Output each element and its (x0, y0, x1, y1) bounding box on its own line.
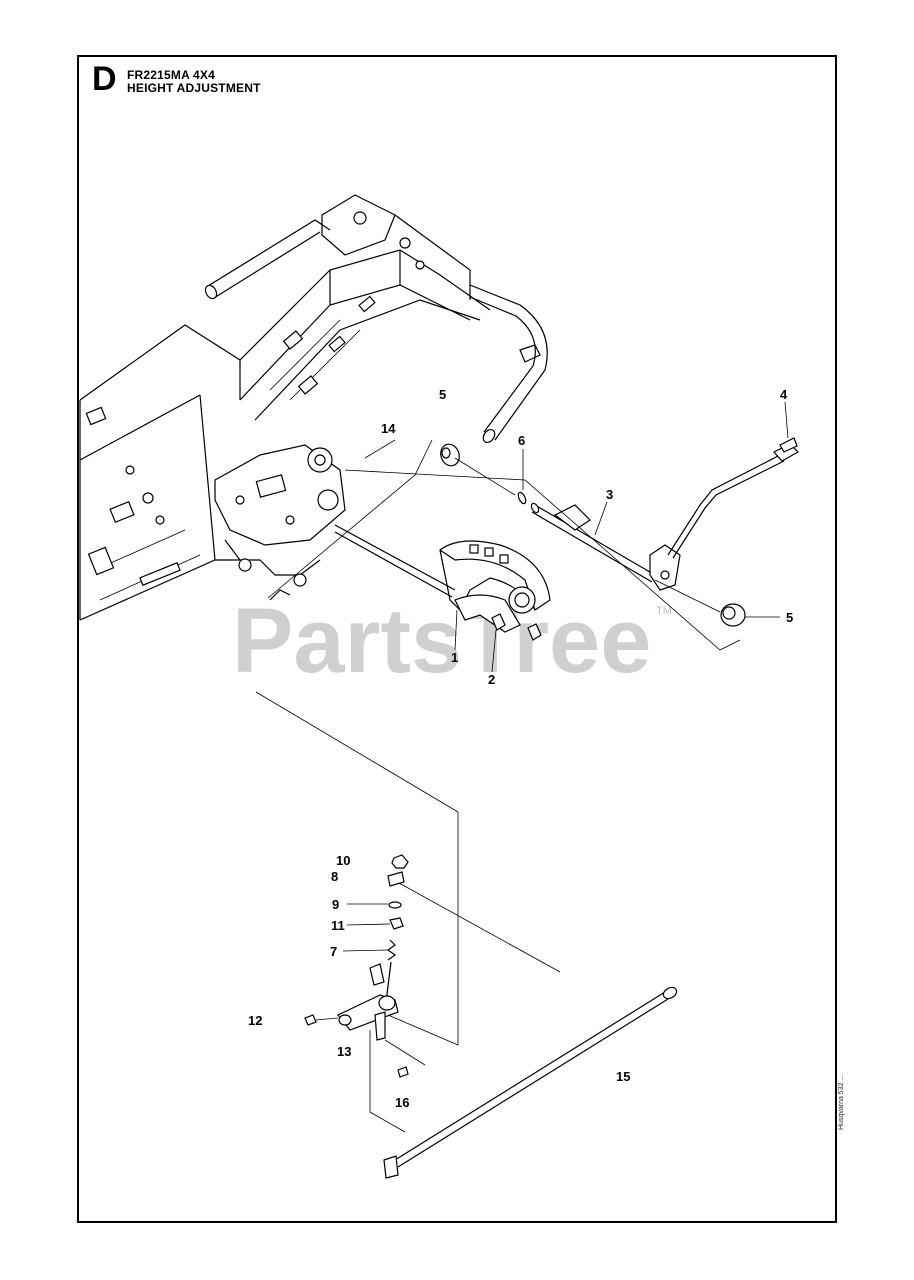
leader-1 (454, 609, 458, 651)
section-letter: D (92, 60, 117, 98)
callout-13: 13 (337, 1044, 351, 1059)
callout-5-lower: 5 (786, 610, 793, 625)
model-name: FR2215MA 4X4 (127, 68, 215, 82)
callout-10: 10 (336, 853, 350, 868)
callout-9: 9 (332, 897, 339, 912)
leader-frame-upper (344, 469, 741, 651)
leader-linkage-frame (255, 691, 459, 1046)
leader-frame-left (267, 439, 433, 599)
leader-rod-15 (389, 877, 561, 973)
lower-linkage (304, 854, 426, 1133)
callout-6: 6 (518, 433, 525, 448)
callout-4: 4 (780, 387, 788, 402)
leader-11 (346, 923, 391, 926)
callout-15: 15 (616, 1069, 630, 1084)
watermark-trademark: TM (656, 605, 672, 617)
callout-14: 14 (381, 421, 396, 436)
height-quadrant-plate (334, 524, 551, 673)
callout-5-upper: 5 (439, 387, 446, 402)
callout-16: 16 (395, 1095, 409, 1110)
leader-3 (594, 501, 608, 536)
callout-12: 12 (248, 1013, 262, 1028)
leader-14 (364, 439, 396, 459)
callout-2: 2 (488, 672, 495, 687)
handle-tube (204, 219, 548, 444)
adjustment-shaft (440, 437, 799, 627)
leader-4 (784, 401, 789, 439)
callout-8: 8 (331, 869, 338, 884)
watermark-text: PartsTree (232, 590, 651, 692)
callout-3: 3 (606, 487, 613, 502)
callout-7: 7 (330, 944, 337, 959)
callout-11: 11 (331, 918, 345, 933)
callout-1: 1 (451, 650, 458, 665)
diagram-title: HEIGHT ADJUSTMENT (127, 81, 261, 95)
diagram-frame (77, 55, 837, 1223)
lift-rod (383, 986, 678, 1179)
chassis-frame (79, 194, 491, 621)
leader-7 (342, 949, 389, 952)
